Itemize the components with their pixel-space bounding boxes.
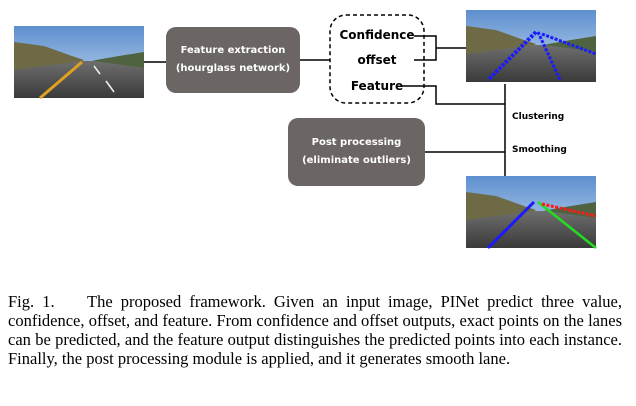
figure-caption: Fig. 1. The proposed framework. Given an… (8, 292, 622, 368)
lane-marking-yellow (39, 60, 83, 100)
smoothing-label: Smoothing (512, 145, 567, 155)
post-processing-box (288, 118, 425, 186)
clustering-label: Clustering (512, 112, 565, 122)
feature-extraction-line2: (hourglass network) (175, 63, 291, 74)
caption-text: The proposed framework. Given an input i… (8, 292, 622, 368)
post-processing-label: Post processing (eliminate outliers) (288, 134, 425, 170)
predicted-points-lane (486, 30, 538, 82)
offset-label: offset (357, 53, 397, 67)
outputs-dashed-box (329, 14, 425, 104)
feature-label: Feature (350, 79, 404, 93)
smoothed-lane-blue (486, 200, 536, 250)
post-processing-line2: (eliminate outliers) (302, 155, 411, 166)
input-road-image (14, 26, 144, 100)
feature-extraction-box (166, 27, 300, 93)
feature-extraction-line1: Feature extraction (180, 45, 286, 56)
predicted-points-lane (541, 32, 597, 56)
lane-marking-white (105, 80, 115, 93)
lane-marking-white (93, 65, 101, 75)
final-lanes-road-image (466, 176, 597, 250)
connector-line (402, 85, 505, 105)
figure-label: Fig. 1. (8, 292, 55, 311)
smoothed-lane-red (541, 202, 597, 218)
feature-extraction-label: Feature extraction (hourglass network) (166, 42, 300, 78)
smoothed-lane-green (537, 201, 597, 249)
confidence-label: Confidence (339, 28, 415, 42)
post-processing-line1: Post processing (311, 137, 402, 148)
prediction-road-image (466, 10, 597, 82)
